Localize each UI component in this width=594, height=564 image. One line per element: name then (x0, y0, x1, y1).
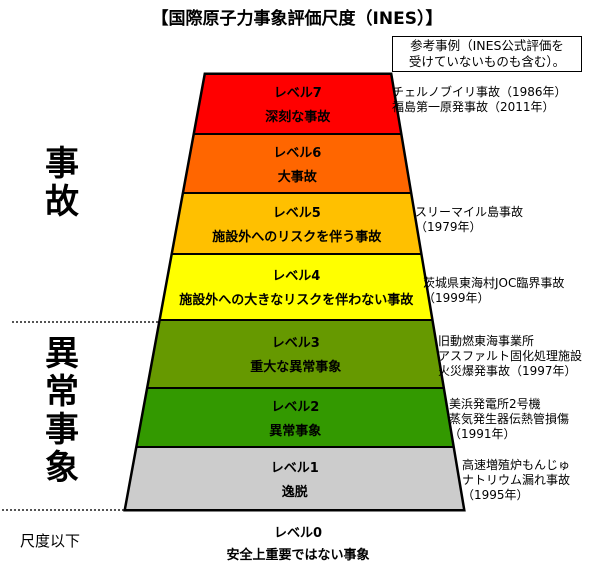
level-5-name: レベル5 (272, 205, 321, 221)
example-line: 美浜発電所2号機 (449, 397, 541, 411)
level-6-desc: 大事故 (277, 169, 317, 185)
level-band-1 (123, 446, 466, 511)
example-line: （1995年） (462, 488, 529, 502)
level0-name: レベル0 (273, 526, 323, 541)
example-line: （1991年） (449, 427, 516, 441)
level-2-examples: 美浜発電所2号機蒸気発生器伝熱管損傷（1991年） (449, 397, 569, 442)
example-line: 蒸気発生器伝熱管損傷 (449, 412, 570, 426)
example-line: ナトリウム漏れ事故 (462, 473, 571, 487)
example-line: アスファルト固化処理施設 (438, 349, 583, 363)
example-line: （1979年） (415, 220, 482, 234)
level-7-examples: チェルノブイリ事故（1986年）福島第一原発事故（2011年） (392, 85, 567, 115)
level-6-name: レベル6 (273, 145, 322, 161)
level-1-name: レベル1 (270, 460, 319, 476)
example-line: 火災爆発事故（1997年） (438, 364, 577, 378)
example-line: 茨城県東海村JOC臨界事故 (423, 276, 565, 290)
example-line: スリーマイル島事故 (415, 205, 524, 219)
category-incident-char-4: 象 (45, 448, 79, 488)
level-3-desc: 重大な異常事象 (250, 360, 342, 375)
category-accident-char-1: 事 (45, 144, 79, 184)
page-title: 【国際原子力事象評価尺度（INES）】 (151, 9, 443, 29)
level-5-examples: スリーマイル島事故（1979年） (415, 205, 523, 235)
level-band-4 (158, 253, 434, 321)
category-incident-char-3: 事 (45, 410, 79, 450)
level-5-desc: 施設外へのリスクを伴う事故 (212, 229, 382, 245)
level-4-desc: 施設外への大きなリスクを伴わない事故 (179, 293, 414, 308)
example-line: 旧動燃東海事業所 (438, 334, 535, 348)
example-line: チェルノブイリ事故（1986年） (392, 85, 567, 99)
level-band-3 (146, 319, 445, 389)
level-2-name: レベル2 (271, 399, 320, 415)
category-incident-char-2: 常 (45, 372, 79, 412)
level0-desc: 安全上重要ではない事象 (226, 548, 370, 563)
note-box: 参考事例（INES公式評価を 受けていないものも含む）。 (392, 36, 582, 72)
level-2-desc: 異常事象 (269, 423, 322, 439)
note-line-2: 受けていないものも含む）。 (408, 54, 566, 69)
level-4-name: レベル4 (272, 269, 321, 284)
level-1-examples: 高速増殖炉もんじゅナトリウム漏れ事故（1995年） (462, 458, 570, 503)
category-below-scale: 尺度以下 (20, 532, 81, 550)
level-3-name: レベル3 (271, 336, 320, 351)
category-accident: 事 故 (40, 145, 84, 221)
example-line: （1999年） (423, 291, 490, 305)
example-line: 高速増殖炉もんじゅ (462, 458, 571, 472)
level-1-desc: 逸脱 (281, 484, 308, 500)
example-line: 福島第一原発事故（2011年） (392, 100, 555, 114)
level-3-examples: 旧動燃東海事業所アスファルト固化処理施設火災爆発事故（1997年） (438, 334, 582, 379)
note-line-1: 参考事例（INES公式評価を (410, 38, 564, 53)
level-7-desc: 深刻な事故 (265, 110, 331, 125)
category-incident-char-1: 異 (45, 334, 79, 374)
category-accident-char-2: 故 (45, 182, 79, 222)
category-incident: 異 常 事 象 (40, 335, 84, 487)
level-7-name: レベル7 (273, 86, 322, 101)
level-4-examples: 茨城県東海村JOC臨界事故（1999年） (423, 276, 564, 306)
